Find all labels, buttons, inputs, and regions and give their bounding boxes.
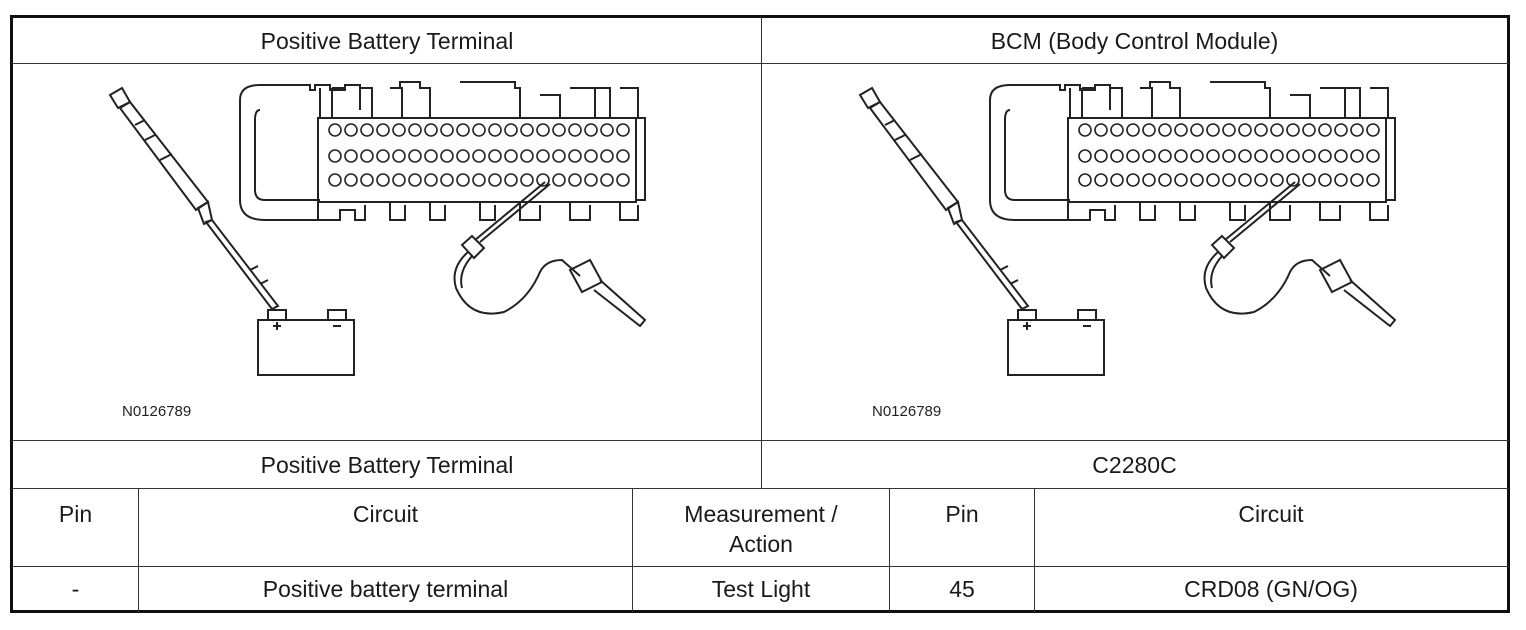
left-subheader: Positive Battery Terminal xyxy=(260,451,514,478)
col-header-circuit-left: Circuit xyxy=(352,501,419,527)
left-figure xyxy=(108,81,647,376)
test-table xyxy=(10,15,1510,613)
col-header-circuit-right: Circuit xyxy=(1238,501,1304,527)
rule-subheader xyxy=(12,488,1509,489)
col-header-measurement: Measurement / Action xyxy=(684,501,838,557)
ground-lead-icon xyxy=(1203,181,1397,328)
rule-col3 xyxy=(889,488,890,612)
left-header: Positive Battery Terminal xyxy=(260,27,514,54)
right-figure xyxy=(858,81,1397,376)
cell-circuit-right: CRD08 (GN/OG) xyxy=(1184,576,1358,602)
rule-col1 xyxy=(138,488,139,612)
connector-illustration xyxy=(989,81,1396,221)
test-light-probe-icon xyxy=(108,86,280,311)
right-subheader: C2280C xyxy=(1092,451,1177,478)
ground-lead-icon xyxy=(453,181,647,328)
connector-pins xyxy=(1078,123,1380,187)
cell-pin-right: 45 xyxy=(949,576,975,602)
right-figure-id: N0126789 xyxy=(872,403,942,420)
connector-pins xyxy=(328,123,630,187)
rule-figures xyxy=(12,440,1509,441)
battery-icon xyxy=(1007,309,1105,376)
cell-circuit-left: Positive battery terminal xyxy=(262,576,509,602)
rule-col2 xyxy=(632,488,633,612)
rule-header xyxy=(12,63,1509,64)
cell-measurement: Test Light xyxy=(711,576,811,602)
cell-pin-left: - xyxy=(71,576,80,602)
rule-col4 xyxy=(1034,488,1035,612)
left-figure-id: N0126789 xyxy=(122,403,192,420)
connector-illustration xyxy=(239,81,646,221)
test-light-probe-icon xyxy=(858,86,1030,311)
col-header-pin-left: Pin xyxy=(58,501,93,527)
right-header: BCM (Body Control Module) xyxy=(990,27,1279,54)
col-header-pin-right: Pin xyxy=(945,501,979,527)
rule-columns xyxy=(12,566,1509,567)
battery-icon xyxy=(257,309,355,376)
rule-center xyxy=(761,17,762,489)
